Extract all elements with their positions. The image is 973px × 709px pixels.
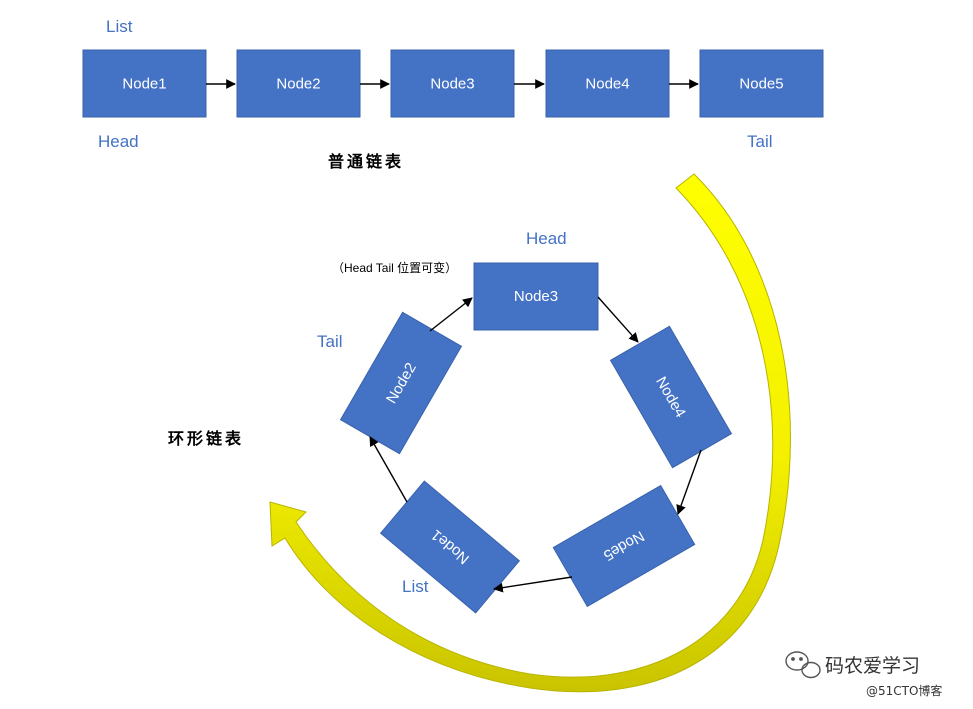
linear-list: List Head Tail 普通链表 Node1 Node2 Node3 No…: [82, 17, 824, 171]
linear-node-3: Node3: [390, 49, 515, 118]
linear-node-5: Node5: [699, 49, 824, 118]
linear-node-label: Node4: [585, 76, 629, 93]
circular-node-3: Node3: [473, 262, 599, 331]
circular-list: Head （Head Tail 位置可变） Tail List 环形链表 Nod…: [168, 229, 733, 614]
circular-node-4: Node4: [609, 325, 733, 469]
circular-link-arrow: [369, 436, 408, 503]
circular-node-1: Node1: [379, 480, 521, 614]
linear-node-label: Node5: [739, 76, 783, 93]
linear-head-label: Head: [98, 132, 139, 151]
linear-node-4: Node4: [545, 49, 670, 118]
linear-node-label: Node3: [430, 76, 474, 93]
linear-node-label: Node1: [122, 76, 166, 93]
circular-link-arrow: [429, 297, 473, 332]
circular-list-label: List: [402, 577, 429, 596]
circular-link-arrow: [676, 449, 702, 515]
circular-tail-label: Tail: [317, 332, 343, 351]
linear-list-label: List: [106, 17, 133, 36]
circular-list-title: 环形链表: [168, 429, 244, 448]
watermark-name: 码农爱学习: [825, 655, 920, 677]
circular-link-arrow: [493, 576, 573, 593]
linear-node-label: Node2: [276, 76, 320, 93]
rotation-arrow: [269, 173, 791, 693]
wechat-icon: [785, 651, 821, 679]
circular-node-label: Node3: [514, 288, 558, 305]
linear-tail-label: Tail: [747, 132, 773, 151]
linear-list-title: 普通链表: [328, 152, 404, 171]
circular-node-5: Node5: [552, 484, 696, 608]
watermark-source: @51CTO博客: [866, 683, 942, 698]
circular-note: （Head Tail 位置可变）: [332, 260, 457, 275]
watermark: 码农爱学习 @51CTO博客: [785, 651, 942, 698]
circular-link-arrow: [597, 296, 639, 343]
circular-head-label: Head: [526, 229, 567, 248]
circular-node-2: Node2: [339, 311, 463, 455]
linear-node-1: Node1: [82, 49, 207, 118]
linear-node-2: Node2: [236, 49, 361, 118]
